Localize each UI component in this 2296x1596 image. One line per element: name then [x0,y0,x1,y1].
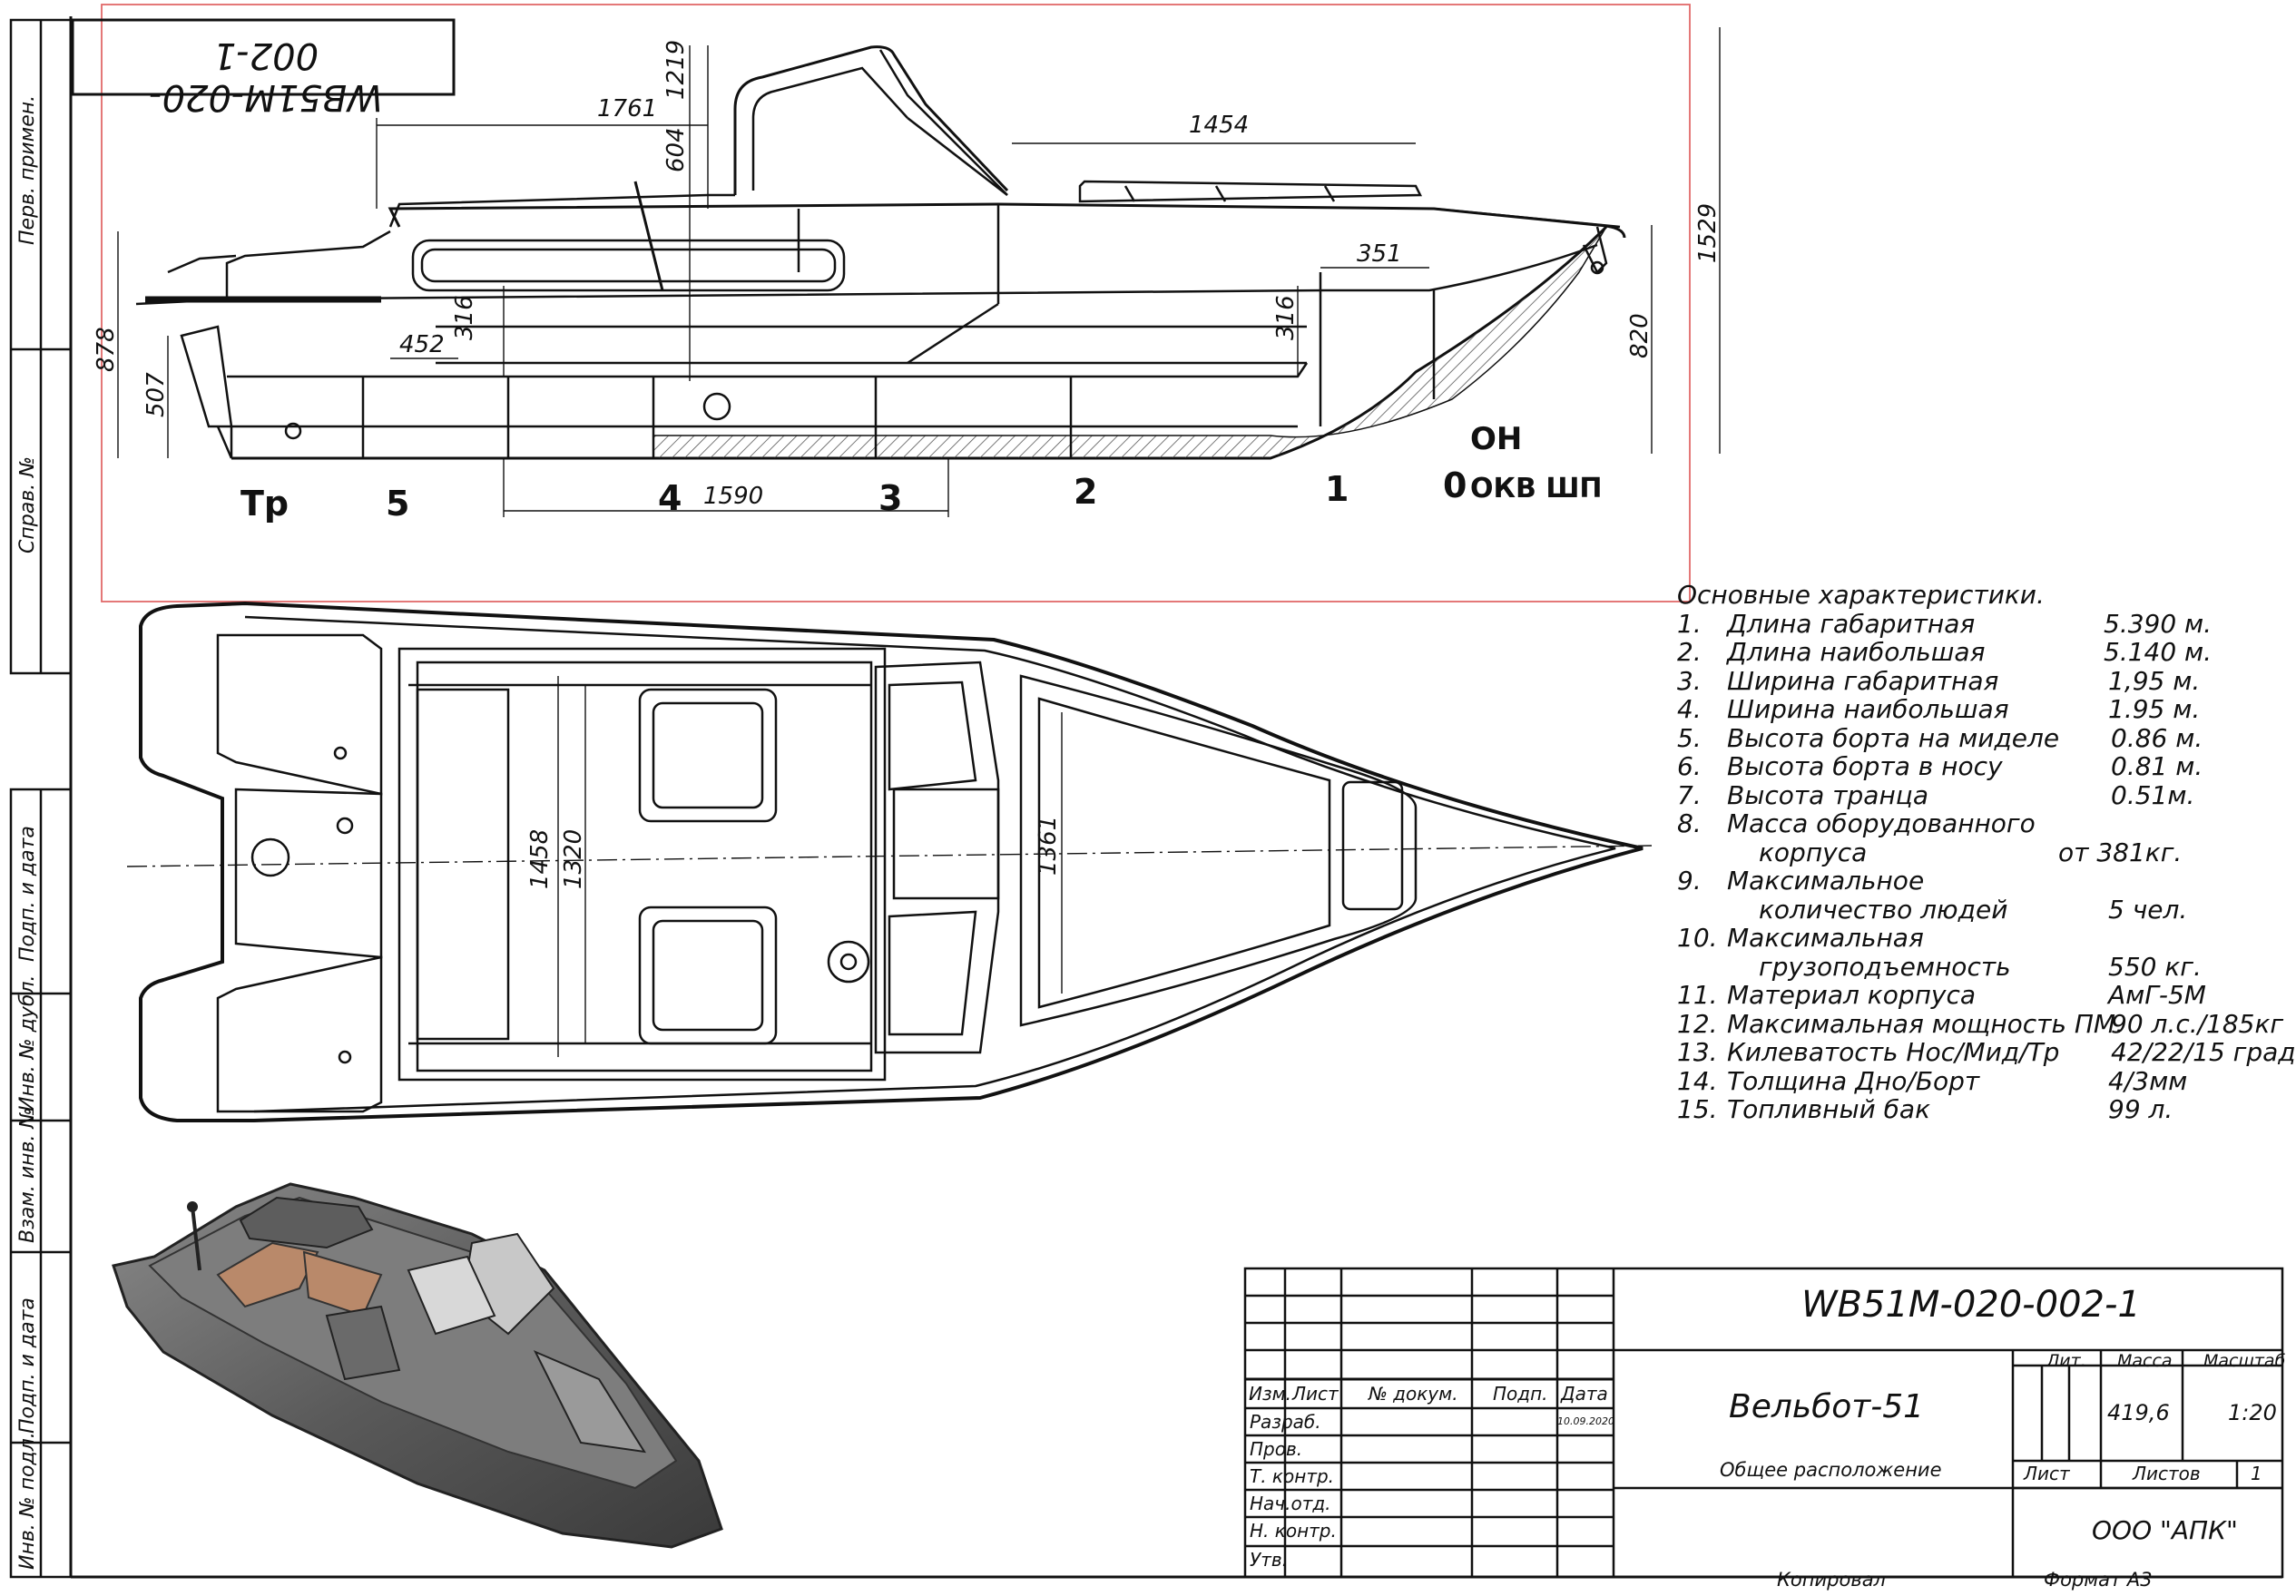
dim-1320: 1320 [560,829,587,889]
station-5: 5 [386,484,409,524]
role-checked: Пров. [1250,1438,1303,1460]
title-block-grid [1243,1267,2284,1579]
lit-label: Лит. [2046,1351,2086,1371]
dim-1454: 1454 [1189,112,1249,139]
spec-row: 9.Максимальное [1677,866,1925,896]
dim-878: 878 [93,327,120,372]
dim-1219: 1219 [662,40,690,100]
label-sign-date-1: Подп. и дата [16,826,39,962]
company-name: ООО "АПК" [2092,1515,2238,1545]
dim-820: 820 [1626,313,1653,358]
scale-value: 1:20 [2228,1400,2277,1425]
station-4: 4 [658,478,682,518]
spec-row: 10.Максимальная [1677,923,1924,953]
label-sign-date-2: Подп. и дата [16,1297,39,1434]
station-2: 2 [1074,472,1097,512]
sheets-label: Листов [2133,1463,2201,1484]
developer-date: 10.09.2020 [1557,1415,1614,1427]
dim-507: 507 [142,372,170,417]
spec-row: 8.Масса оборудованного [1677,808,2036,838]
profile-view-frame [101,4,1691,602]
spec-heading: Основные характеристики. [1677,580,2045,610]
sheets-value: 1 [2251,1463,2262,1484]
dim-1529: 1529 [1694,203,1722,263]
title-code: WB51M-020-002-1 [1801,1284,2141,1326]
station-ov: ОКВ ШП [1470,473,1603,504]
header-list: Лист [1292,1383,1339,1405]
drawing-code-rotated: WB51M-020-002-1 [149,34,383,118]
role-norm-control: Н. контр. [1250,1520,1337,1542]
profile-view [135,45,1626,460]
label-dup-no: Инв. № дубл. [16,974,39,1111]
station-0: 0 [1443,465,1467,505]
header-date: Дата [1561,1383,1608,1405]
dim-316-aft: 316 [451,295,478,340]
role-tech-control: Т. контр. [1250,1465,1335,1487]
mass-value: 419,6 [2107,1400,2170,1425]
dim-351: 351 [1357,240,1402,268]
dim-452: 452 [399,331,445,358]
station-tr: Тр [240,484,289,524]
dim-1361: 1361 [1035,816,1062,876]
label-ref-no: Справ. № [16,455,39,553]
label-orig-no: Инв. № подл. [16,1432,39,1570]
role-developer: Разраб. [1250,1411,1321,1433]
scale-label: Масштаб [2203,1351,2286,1371]
label-replace-no: Взам. инв. № [16,1107,39,1243]
copied-label: Копировал [1777,1569,1886,1591]
spec-list: Основные характеристики. 1.Длина габарит… [1677,580,2296,1124]
header-sign: Подп. [1493,1383,1548,1405]
title-subtitle: Общее расположение [1720,1459,1942,1481]
dim-604: 604 [662,127,690,172]
dim-316-fwd: 316 [1272,295,1300,340]
format-label: Формат А3 [2044,1569,2153,1591]
header-doc: № докум. [1369,1383,1458,1405]
sheet-label: Лист [2024,1463,2070,1484]
role-approved: Утв. [1250,1549,1288,1571]
label-first-use: Перв. примен. [16,94,39,245]
role-dept-head: Нач.отд. [1250,1493,1331,1514]
dim-1590: 1590 [703,483,763,510]
mass-label: Масса [2117,1351,2173,1371]
plan-dimensions [557,676,1063,1057]
dim-1458: 1458 [526,829,554,889]
title-name: Вельбот-51 [1729,1388,1925,1425]
rotated-code-box [71,18,456,96]
left-strip [9,18,73,1579]
station-1: 1 [1325,469,1349,509]
station-3: 3 [878,478,902,518]
boat-3d-render [112,1182,723,1549]
dim-1761: 1761 [597,95,657,122]
spec-row: 12.Максимальная мощность ПМ.90 л.с./185к… [1677,1008,2284,1039]
header-izm: Изм. [1249,1383,1292,1405]
profile-dimensions [117,27,1721,517]
station-on: ОН [1470,421,1522,457]
centerline [126,845,1653,867]
plan-view [139,601,1644,1122]
